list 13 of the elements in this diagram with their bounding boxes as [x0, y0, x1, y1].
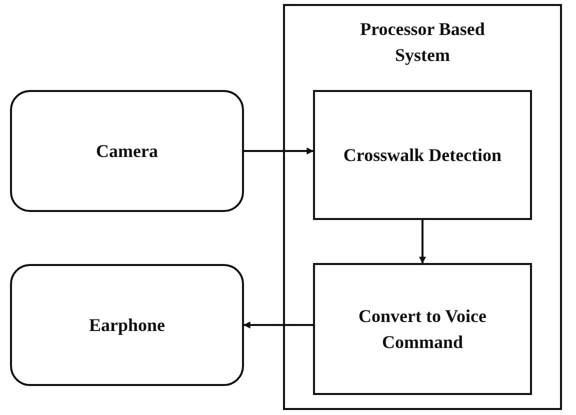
box-label: Camera: [96, 140, 158, 163]
process-box: [313, 90, 532, 220]
box-label: Convert to Voice Command: [358, 304, 488, 354]
system-container: [283, 4, 562, 410]
box-label: Earphone: [88, 314, 166, 337]
process-box: [313, 263, 532, 395]
arrow: [419, 220, 426, 264]
box-label: Crosswalk Detection: [343, 144, 502, 167]
container-title: Processor Based System: [359, 18, 486, 68]
arrow: [244, 148, 314, 154]
device-box: [10, 90, 244, 212]
device-box: [10, 264, 244, 386]
arrow: [243, 322, 313, 328]
